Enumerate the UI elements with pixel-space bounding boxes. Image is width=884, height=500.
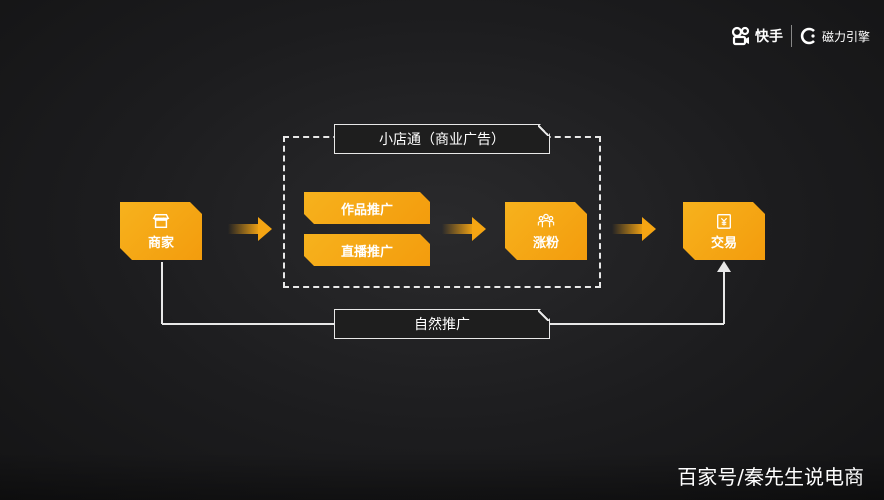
natural-promo-text: 自然推广: [414, 317, 470, 333]
kuaishou-icon: [731, 26, 750, 46]
arrow-fans-to-trade: [612, 217, 656, 241]
watermark-text: 百家号/秦先生说电商: [677, 465, 864, 489]
brand2-text: 磁力引擎: [821, 29, 870, 44]
live-promo-node: 直播推广: [304, 234, 430, 266]
ad-group-label: 小店通（商业广告）: [334, 124, 550, 154]
yen-receipt-icon: [715, 212, 733, 230]
fans-label: 涨粉: [532, 235, 559, 251]
natural-promo-label: 自然推广: [334, 309, 550, 339]
arrow-promo-to-fans: [442, 217, 486, 241]
people-icon: [537, 212, 555, 230]
works-promo-node: 作品推广: [304, 192, 430, 224]
store-icon: [152, 212, 170, 230]
cili-logo: 磁力引擎: [800, 27, 870, 45]
bottom-gradient: [0, 452, 884, 500]
arrow-merchant-to-promo: [228, 217, 272, 241]
logo-separator: [790, 25, 792, 47]
works-promo-label: 作品推广: [340, 202, 393, 218]
fans-node: 涨粉: [505, 202, 587, 260]
trade-node: 交易: [683, 202, 765, 260]
up-arrowhead: [717, 261, 731, 272]
ad-group-label-text: 小店通（商业广告）: [379, 132, 505, 148]
kuaishou-logo: 快手: [731, 26, 783, 46]
cili-icon: [800, 27, 815, 45]
merchant-node: 商家: [120, 202, 202, 260]
logo-bar: 快手 磁力引擎: [731, 22, 870, 50]
brand1-text: 快手: [754, 29, 783, 45]
trade-label: 交易: [710, 235, 737, 251]
merchant-label: 商家: [147, 235, 174, 251]
live-promo-label: 直播推广: [340, 244, 393, 260]
